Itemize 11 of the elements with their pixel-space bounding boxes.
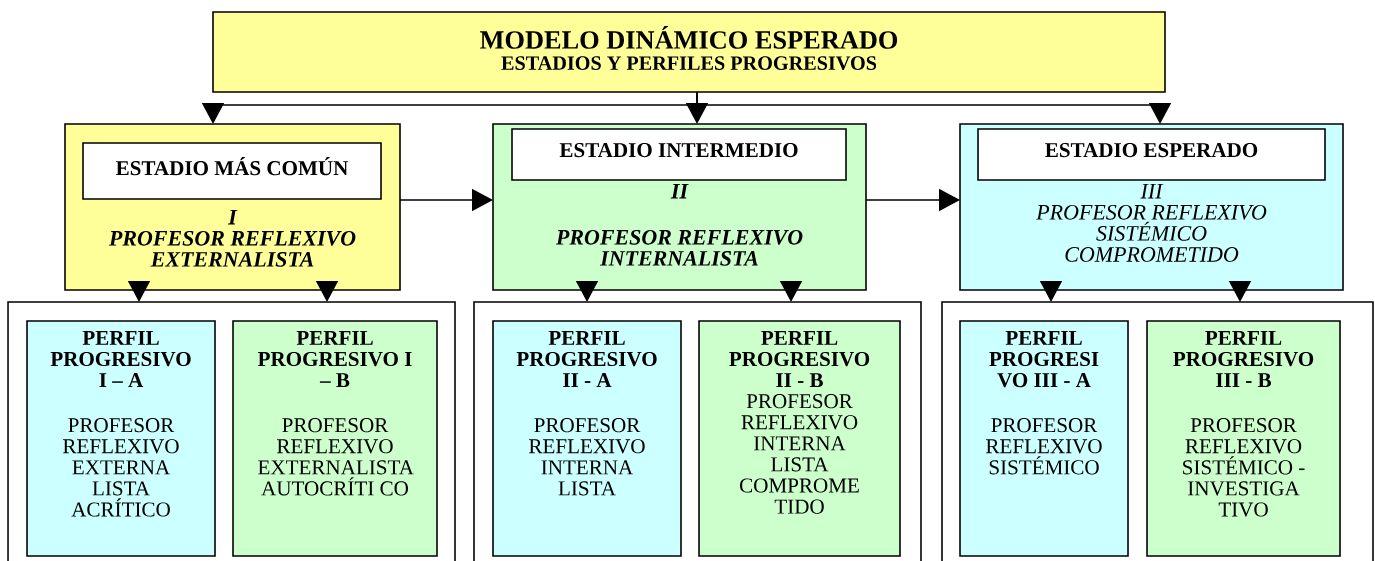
profile-box: PERFIL PROGRESIVO II - A PROFESOR REFLEXIVO INTERNA LISTA	[492, 320, 682, 557]
stage-heading-box: ESTADIO MÁS COMÚN	[82, 142, 382, 200]
profile-box: PERFIL PROGRESIVO I – A PROFESOR REFLEXIVO EXTERNA LISTA ACRÍTICO	[26, 320, 216, 557]
profile-box: PERFIL PROGRESIVO III - B PROFESOR REFLEXIVO SISTÉMICO - INVESTIGA TIVO	[1146, 320, 1341, 557]
profile-box: PERFIL PROGRESI VO III - A PROFESOR REFLEXIVO SISTÉMICO	[959, 320, 1129, 557]
profile-box: PERFIL PROGRESIVO II - B PROFESOR REFLEXIVO INTERNA LISTA COMPROME TIDO	[698, 320, 901, 557]
title-box: MODELO DINÁMICO ESPERADO ESTADIOS Y PERFILES PROGRESIVOS	[212, 11, 1166, 93]
arrow	[696, 91, 1172, 124]
stage-heading-box: ESTADIO ESPERADO	[977, 128, 1326, 181]
profile-box: PERFIL PROGRESIVO I – B PROFESOR REFLEXIVO EXTERNALISTA AUTOCRÍTI CO	[232, 320, 438, 557]
stage-heading-box: ESTADIO INTERMEDIO	[511, 128, 847, 181]
